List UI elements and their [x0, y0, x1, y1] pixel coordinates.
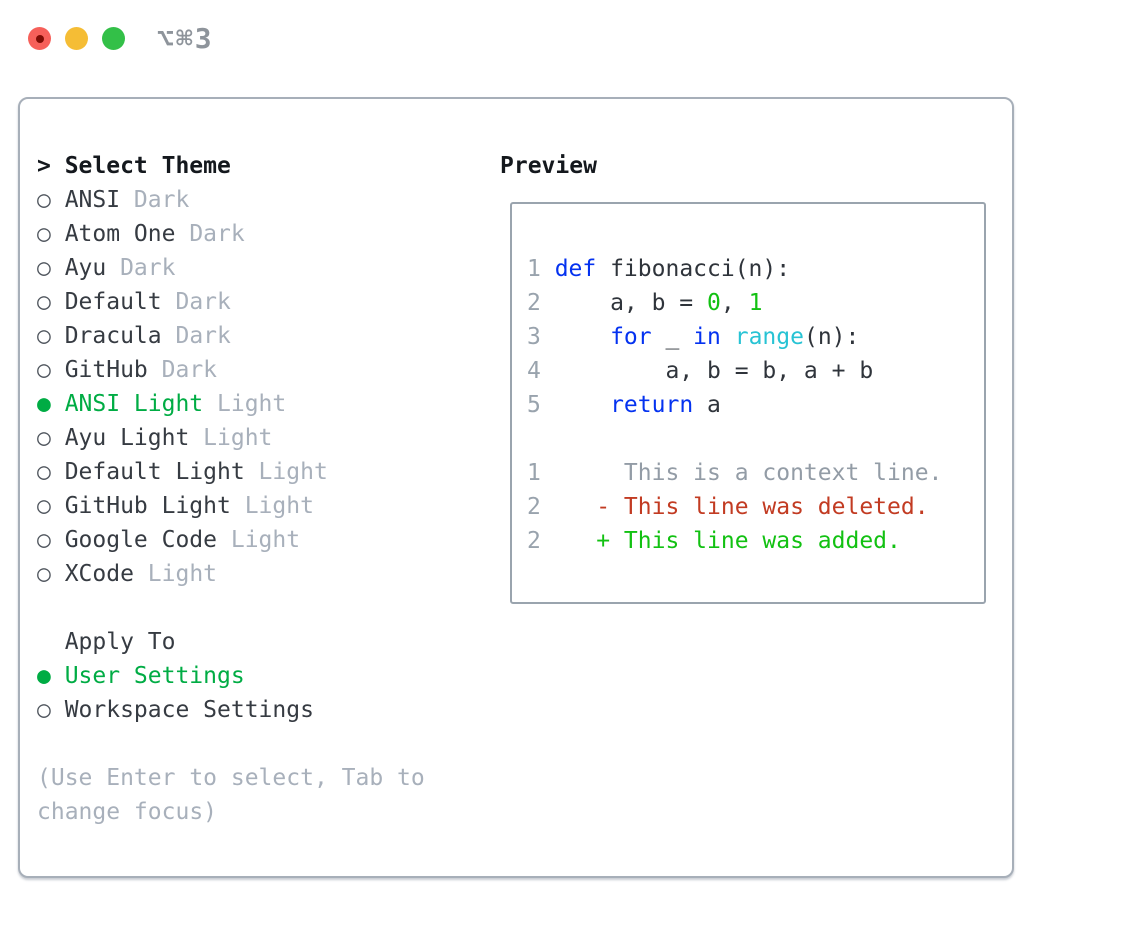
radio-icon: ○ [37, 425, 51, 451]
theme-option-dracula[interactable]: ○ Dracula Dark [37, 319, 425, 353]
preview-title: Preview [500, 153, 597, 179]
theme-option-ayu[interactable]: ○ Ayu Dark [37, 251, 425, 285]
apply-to-indent [37, 625, 65, 659]
radio-icon: ○ [37, 459, 51, 485]
apply-option-label: User Settings [64, 663, 245, 689]
theme-name: GitHub Light [64, 493, 231, 519]
apply-option-label: Workspace Settings [64, 697, 314, 723]
radio-icon: ○ [37, 289, 51, 315]
radio-icon: ○ [37, 357, 51, 383]
theme-name: GitHub [64, 357, 148, 383]
theme-name: Atom One [64, 221, 176, 247]
code-line: 5 return a [527, 388, 984, 422]
code-line [527, 422, 984, 456]
code-line: 1 This is a context line. [527, 456, 984, 490]
radio-icon: ○ [37, 561, 51, 587]
theme-variant: Light [230, 493, 314, 519]
theme-variant: Light [244, 459, 328, 485]
theme-variant: Dark [106, 255, 176, 281]
code-line: 2 + This line was added. [527, 524, 984, 558]
theme-name: XCode [64, 561, 134, 587]
apply-option-workspace-settings[interactable]: ○ Workspace Settings [37, 693, 425, 727]
hint-line-2: change focus) [37, 799, 218, 825]
theme-name: ANSI Light [64, 391, 204, 417]
radio-icon: ○ [37, 187, 51, 213]
radio-icon: ○ [37, 493, 51, 519]
theme-option-ayu-light[interactable]: ○ Ayu Light Light [37, 421, 425, 455]
apply-to-list: ● User Settings ○ Workspace Settings [37, 659, 425, 727]
line-number: 3 [527, 324, 541, 350]
theme-variant: Dark [120, 187, 190, 213]
theme-variant: Light [133, 561, 218, 587]
theme-list-column: > Select Theme ○ ANSI Dark ○ Atom One Dark ○ A… [37, 149, 425, 829]
line-number: 1 [527, 460, 541, 486]
code-line: 3 for _ in range(n): [527, 320, 984, 354]
theme-name: ANSI [64, 187, 121, 213]
theme-variant: Dark [147, 357, 218, 383]
radio-selected-icon: ● [37, 663, 51, 689]
line-number: 4 [527, 358, 541, 384]
apply-option-user-settings[interactable]: ● User Settings [37, 659, 425, 693]
theme-list: ○ ANSI Dark ○ Atom One Dark ○ Ayu Dark ○ Defaul… [37, 183, 425, 591]
code-line: 2 a, b = 0, 1 [527, 286, 984, 320]
theme-option-github-light[interactable]: ○ GitHub Light Light [37, 489, 425, 523]
radio-icon: ○ [37, 697, 51, 723]
prompt-icon: > [37, 153, 51, 179]
theme-variant: Dark [161, 289, 231, 315]
theme-option-xcode[interactable]: ○ XCode Light [37, 557, 425, 591]
line-number: 5 [527, 392, 541, 418]
theme-variant: Light [189, 425, 273, 451]
apply-to-title: Apply To [64, 629, 176, 655]
theme-name: Google Code [64, 527, 218, 553]
theme-variant: Light [203, 391, 287, 417]
apply-to-heading: Apply To [37, 625, 425, 659]
code-line: 4 a, b = b, a + b [527, 354, 984, 388]
line-number: 2 [527, 290, 541, 316]
zoom-button-icon[interactable] [102, 27, 125, 50]
theme-name: Default [64, 289, 162, 315]
radio-icon: ○ [37, 527, 51, 553]
radio-selected-icon: ● [37, 391, 51, 417]
theme-selector-panel: > Select Theme ○ ANSI Dark ○ Atom One Dark ○ A… [18, 97, 1014, 878]
theme-option-default[interactable]: ○ Default Dark [37, 285, 425, 319]
theme-variant: Dark [161, 323, 231, 349]
minimize-button-icon[interactable] [65, 27, 88, 50]
radio-icon: ○ [37, 323, 51, 349]
window-title: ⌥⌘3 [157, 22, 214, 55]
title-bar: ⌥⌘3 [0, 0, 1140, 97]
spacer [37, 591, 425, 625]
theme-option-default-light[interactable]: ○ Default Light Light [37, 455, 425, 489]
line-number: 1 [527, 256, 541, 282]
theme-variant: Dark [175, 221, 245, 247]
select-theme-title: Select Theme [64, 153, 231, 179]
theme-option-ansi[interactable]: ○ ANSI Dark [37, 183, 425, 217]
radio-icon: ○ [37, 221, 51, 247]
code-line: 2 - This line was deleted. [527, 490, 984, 524]
theme-option-ansi-light[interactable]: ● ANSI Light Light [37, 387, 425, 421]
theme-option-google-code[interactable]: ○ Google Code Light [37, 523, 425, 557]
select-theme-heading: > Select Theme [37, 149, 425, 183]
spacer [37, 727, 425, 761]
hint-line-1: (Use Enter to select, Tab to [37, 765, 425, 791]
theme-name: Default Light [64, 459, 245, 485]
theme-name: Ayu Light [64, 425, 190, 451]
theme-name: Dracula [64, 323, 162, 349]
theme-option-atom-one[interactable]: ○ Atom One Dark [37, 217, 425, 251]
close-button-icon[interactable] [28, 27, 51, 50]
radio-icon: ○ [37, 255, 51, 281]
theme-option-github[interactable]: ○ GitHub Dark [37, 353, 425, 387]
theme-name: Ayu [64, 255, 107, 281]
line-number: 2 [527, 528, 541, 554]
theme-variant: Light [217, 527, 301, 553]
line-number: 2 [527, 494, 541, 520]
